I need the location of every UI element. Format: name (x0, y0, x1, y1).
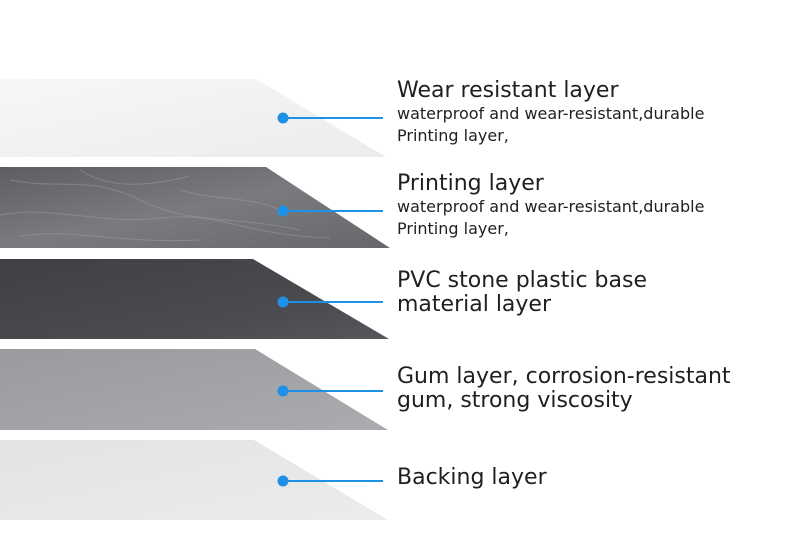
printing-layer-desc-1: waterproof and wear-resistant,durable (397, 197, 705, 216)
wear-layer-title: Wear resistant layer (397, 78, 619, 103)
printing-layer-label: Printing layer waterproof and wear-resis… (397, 172, 704, 240)
pvc-base-layer-label: PVC stone plastic base material layer (397, 269, 647, 317)
gum-layer-title-2: gum, strong viscosity (397, 388, 633, 413)
pvc-base-layer-slab (0, 259, 389, 339)
marble-veins (0, 169, 331, 242)
gum-layer-slab (0, 349, 388, 430)
printing-layer-slab (0, 167, 390, 248)
printing-layer-desc-2: Printing layer, (397, 219, 509, 238)
gum-layer-label: Gum layer, corrosion-resistant gum, stro… (397, 365, 731, 413)
wear-layer-desc-2: Printing layer, (397, 126, 509, 145)
wear-layer-label: Wear resistant layer waterproof and wear… (397, 79, 704, 147)
pvc-base-layer-title-1: PVC stone plastic base (397, 268, 647, 293)
backing-layer-title: Backing layer (397, 465, 547, 490)
backing-layer-slab (0, 440, 388, 520)
pvc-base-layer-title-2: material layer (397, 292, 552, 317)
gum-layer-title-1: Gum layer, corrosion-resistant (397, 364, 731, 389)
backing-layer-label: Backing layer (397, 466, 547, 490)
wear-layer-slab (0, 79, 386, 157)
wear-layer-desc-1: waterproof and wear-resistant,durable (397, 104, 705, 123)
printing-layer-title: Printing layer (397, 171, 544, 196)
